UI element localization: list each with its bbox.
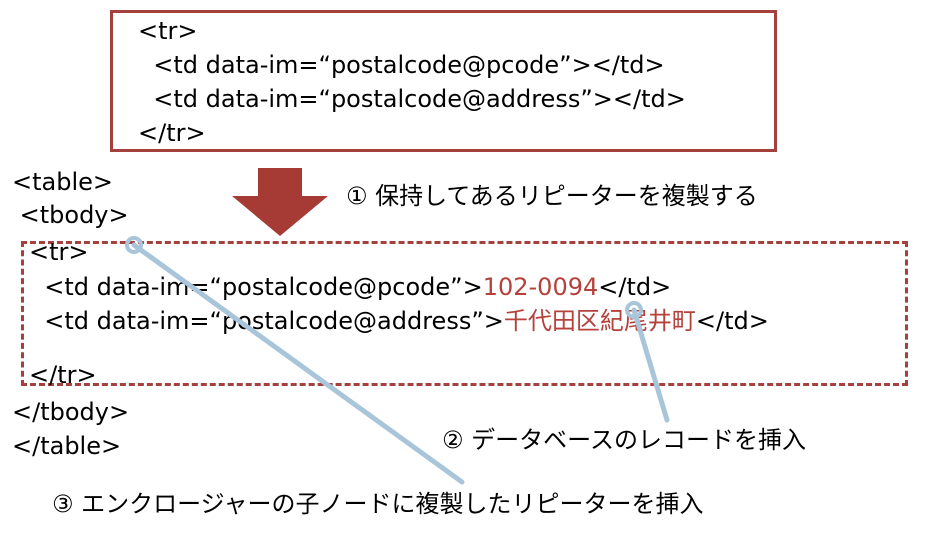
tbody-close-tag: </tbody> <box>12 398 130 426</box>
step2-label: ② データベースのレコードを挿入 <box>442 426 806 454</box>
clone-row-pcode-prefix: <td data-im=“postalcode@pcode”> <box>29 273 483 301</box>
clone-row-pcode: <td data-im=“postalcode@pcode”>102-0094<… <box>29 273 671 301</box>
cloned-repeater-box <box>21 241 908 386</box>
table-open-tag: <table> <box>12 168 114 196</box>
down-arrow-icon <box>232 168 328 236</box>
clone-tr-open: <tr> <box>29 238 89 266</box>
address-value: 千代田区紀尾井町 <box>503 307 696 335</box>
template-line-tr-close: </tr> <box>138 119 206 147</box>
step3-label: ③ エンクロージャーの子ノードに複製したリピーターを挿入 <box>52 490 704 518</box>
template-line-td-pcode: <td data-im=“postalcode@pcode”></td> <box>138 51 665 79</box>
pcode-value: 102-0094 <box>482 273 599 301</box>
step1-label: ① 保持してあるリピーターを複製する <box>346 182 758 210</box>
table-close-tag: </table> <box>12 432 122 460</box>
tbody-open-tag: <tbody> <box>12 201 129 229</box>
template-line-td-address: <td data-im=“postalcode@address”></td> <box>138 85 686 113</box>
clone-row-address-prefix: <td data-im=“postalcode@address”> <box>29 307 504 335</box>
clone-row-address-suffix: </td> <box>695 307 769 335</box>
template-line-tr-open: <tr> <box>138 17 198 45</box>
clone-tr-close: </tr> <box>29 361 97 389</box>
clone-row-pcode-suffix: </td> <box>598 273 672 301</box>
repeater-template-box <box>110 10 777 152</box>
clone-row-address: <td data-im=“postalcode@address”>千代田区紀尾井… <box>29 307 769 335</box>
